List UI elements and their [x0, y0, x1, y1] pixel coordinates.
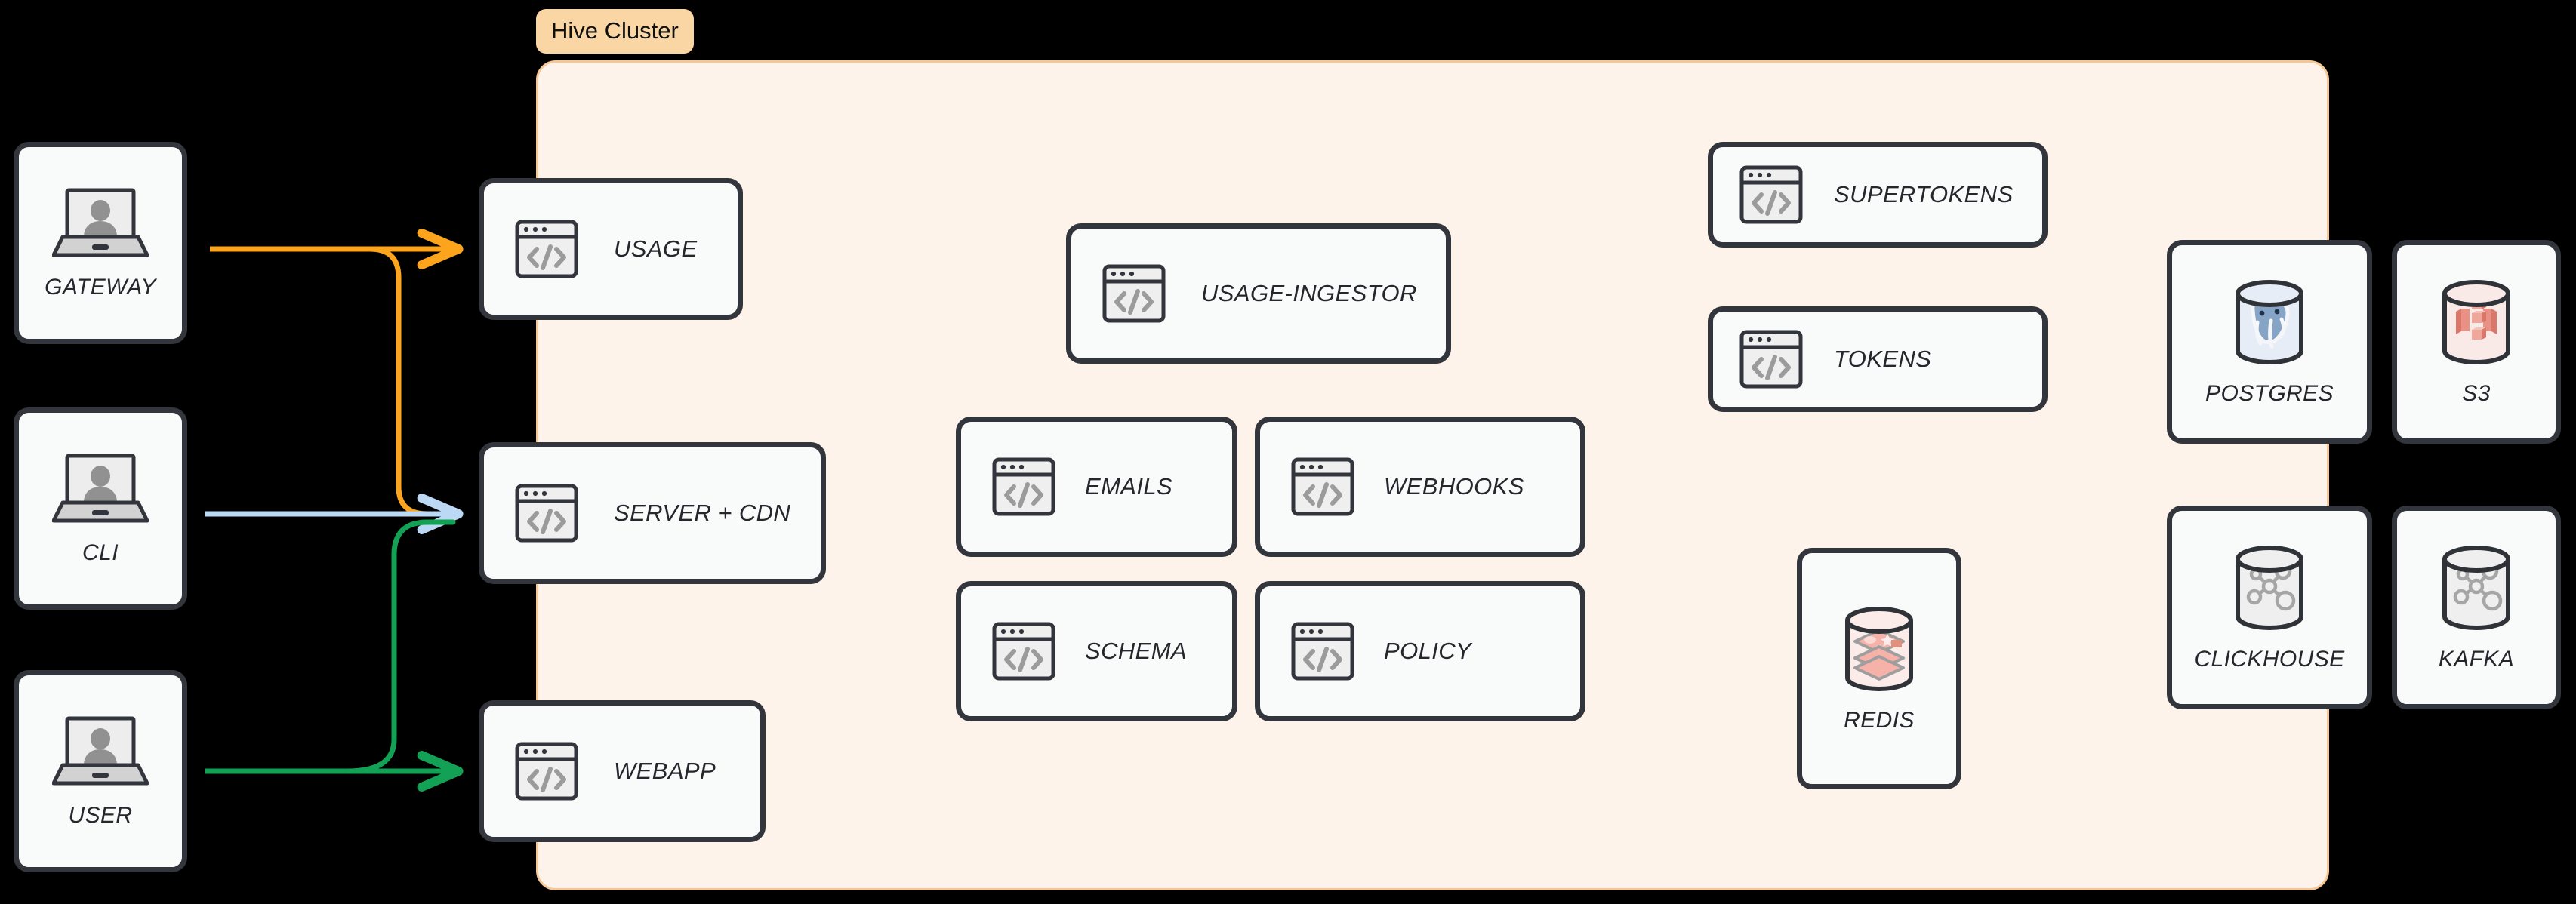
service-card-emails[interactable]: EMAILS — [956, 417, 1237, 557]
actor-label: USER — [68, 803, 133, 828]
laptop-user-icon — [52, 451, 149, 527]
edge-gateway-to-server-cdn — [367, 246, 456, 517]
code-window-icon — [991, 621, 1056, 681]
edge-user-to-server-cdn — [344, 519, 456, 774]
store-card-redis[interactable]: REDIS — [1797, 548, 1961, 789]
code-window-icon — [514, 219, 579, 279]
service-card-tokens[interactable]: TOKENS — [1708, 306, 2048, 412]
actor-card-gateway[interactable]: GATEWAY — [14, 142, 187, 344]
code-window-icon — [1739, 329, 1804, 389]
service-card-webapp[interactable]: WEBAPP — [479, 700, 766, 842]
service-card-webhooks[interactable]: WEBHOOKS — [1255, 417, 1585, 557]
s3-cylinder-icon — [2431, 277, 2522, 367]
hive-cluster-label: Hive Cluster — [536, 9, 694, 54]
service-label: TOKENS — [1834, 346, 1932, 372]
actor-card-cli[interactable]: CLI — [14, 407, 187, 610]
service-card-supertokens[interactable]: SUPERTOKENS — [1708, 142, 2048, 248]
service-label: USAGE — [614, 235, 698, 262]
actor-card-user[interactable]: USER — [14, 670, 187, 872]
service-label: WEBHOOKS — [1384, 473, 1524, 500]
service-label: SCHEMA — [1085, 638, 1188, 664]
code-window-icon — [514, 741, 579, 801]
code-window-icon — [1739, 165, 1804, 225]
store-label: CLICKHOUSE — [2194, 647, 2345, 672]
service-label: EMAILS — [1085, 473, 1173, 500]
service-label: POLICY — [1384, 638, 1472, 664]
actor-label: GATEWAY — [45, 275, 156, 300]
store-label: REDIS — [1844, 708, 1915, 733]
store-card-kafka[interactable]: KAFKA — [2392, 506, 2561, 709]
store-label: KAFKA — [2438, 647, 2515, 672]
code-window-icon — [1290, 457, 1355, 517]
store-label: POSTGRES — [2205, 381, 2334, 406]
service-label: WEBAPP — [614, 758, 716, 784]
postgres-cylinder-icon — [2224, 277, 2315, 367]
redis-cylinder-icon — [1834, 604, 1924, 694]
laptop-user-icon — [52, 714, 149, 789]
store-card-postgres[interactable]: POSTGRES — [2167, 240, 2372, 444]
service-label: USAGE-INGESTOR — [1201, 280, 1417, 306]
code-window-icon — [514, 483, 579, 543]
service-card-usage-ingestor[interactable]: USAGE-INGESTOR — [1066, 223, 1451, 364]
laptop-user-icon — [52, 186, 149, 261]
kafka-cylinder-icon — [2431, 543, 2522, 633]
store-card-s3[interactable]: S3 — [2392, 240, 2561, 444]
clickhouse-cylinder-icon — [2224, 543, 2315, 633]
code-window-icon — [1290, 621, 1355, 681]
service-card-schema[interactable]: SCHEMA — [956, 581, 1237, 721]
service-card-server-cdn[interactable]: SERVER + CDN — [479, 442, 826, 584]
service-card-usage[interactable]: USAGE — [479, 178, 743, 320]
code-window-icon — [991, 457, 1056, 517]
actor-label: CLI — [82, 540, 119, 565]
store-label: S3 — [2462, 381, 2491, 406]
service-label: SUPERTOKENS — [1834, 181, 2014, 208]
code-window-icon — [1102, 263, 1166, 324]
service-card-policy[interactable]: POLICY — [1255, 581, 1585, 721]
service-label: SERVER + CDN — [614, 500, 791, 526]
store-card-clickhouse[interactable]: CLICKHOUSE — [2167, 506, 2372, 709]
